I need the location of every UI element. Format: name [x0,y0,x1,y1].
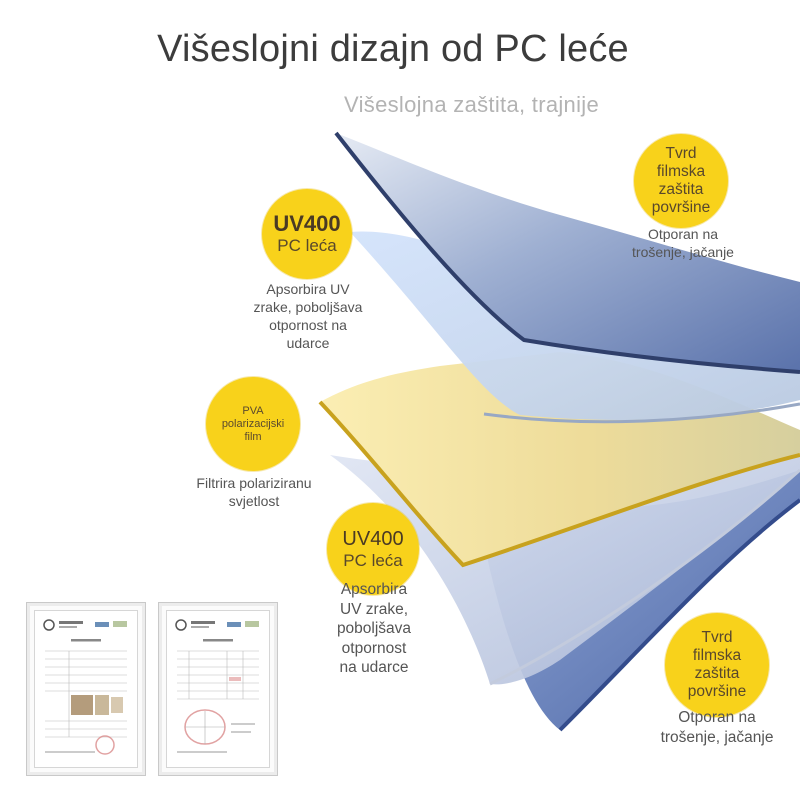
certificate-document-icon [175,619,259,753]
page-subtitle: Višeslojna zaštita, trajnije [344,92,600,117]
test-certificate-1 [26,602,146,776]
hard-coat-badge-bottom: Tvrd filmska zaštita površine [665,613,769,717]
badge-line: PC leća [277,236,337,255]
top-hard-coat-edge [334,131,800,374]
uv400-badge-lower: UV400 PC leća [327,503,419,595]
top-hard-coat-layer [336,133,800,372]
page-title: Višeslojni dizajn od PC leće [157,28,629,70]
uv400-description-lower: Apsorbira UV zrake, poboljšava otpornost… [336,581,412,676]
hard-coat-description-top: Otporan na trošenje, jačanje [632,226,734,260]
pva-film-description: Filtrira polariziranu svjetlost [196,475,312,509]
certificate-document-icon [43,619,127,755]
badge-line: UV400 [273,211,341,236]
test-certificate-2 [158,602,278,776]
uv400-badge-upper: UV400 PC leća [262,189,352,279]
bottom-hard-coat-edge [558,498,800,732]
pva-polarizing-edge [318,400,800,568]
pva-film-badge: PVA polarizacijski film [206,377,300,471]
upper-pc-lens-edge [483,402,800,424]
hard-coat-description-bottom: Otporan na trošenje, jačanje [660,709,774,746]
uv400-description-upper: Apsorbira UV zrake, poboljšava otpornost… [253,281,363,351]
lower-pc-lens-edge [489,468,800,686]
hard-coat-badge-top: Tvrd filmska zaštita površine [634,134,728,228]
